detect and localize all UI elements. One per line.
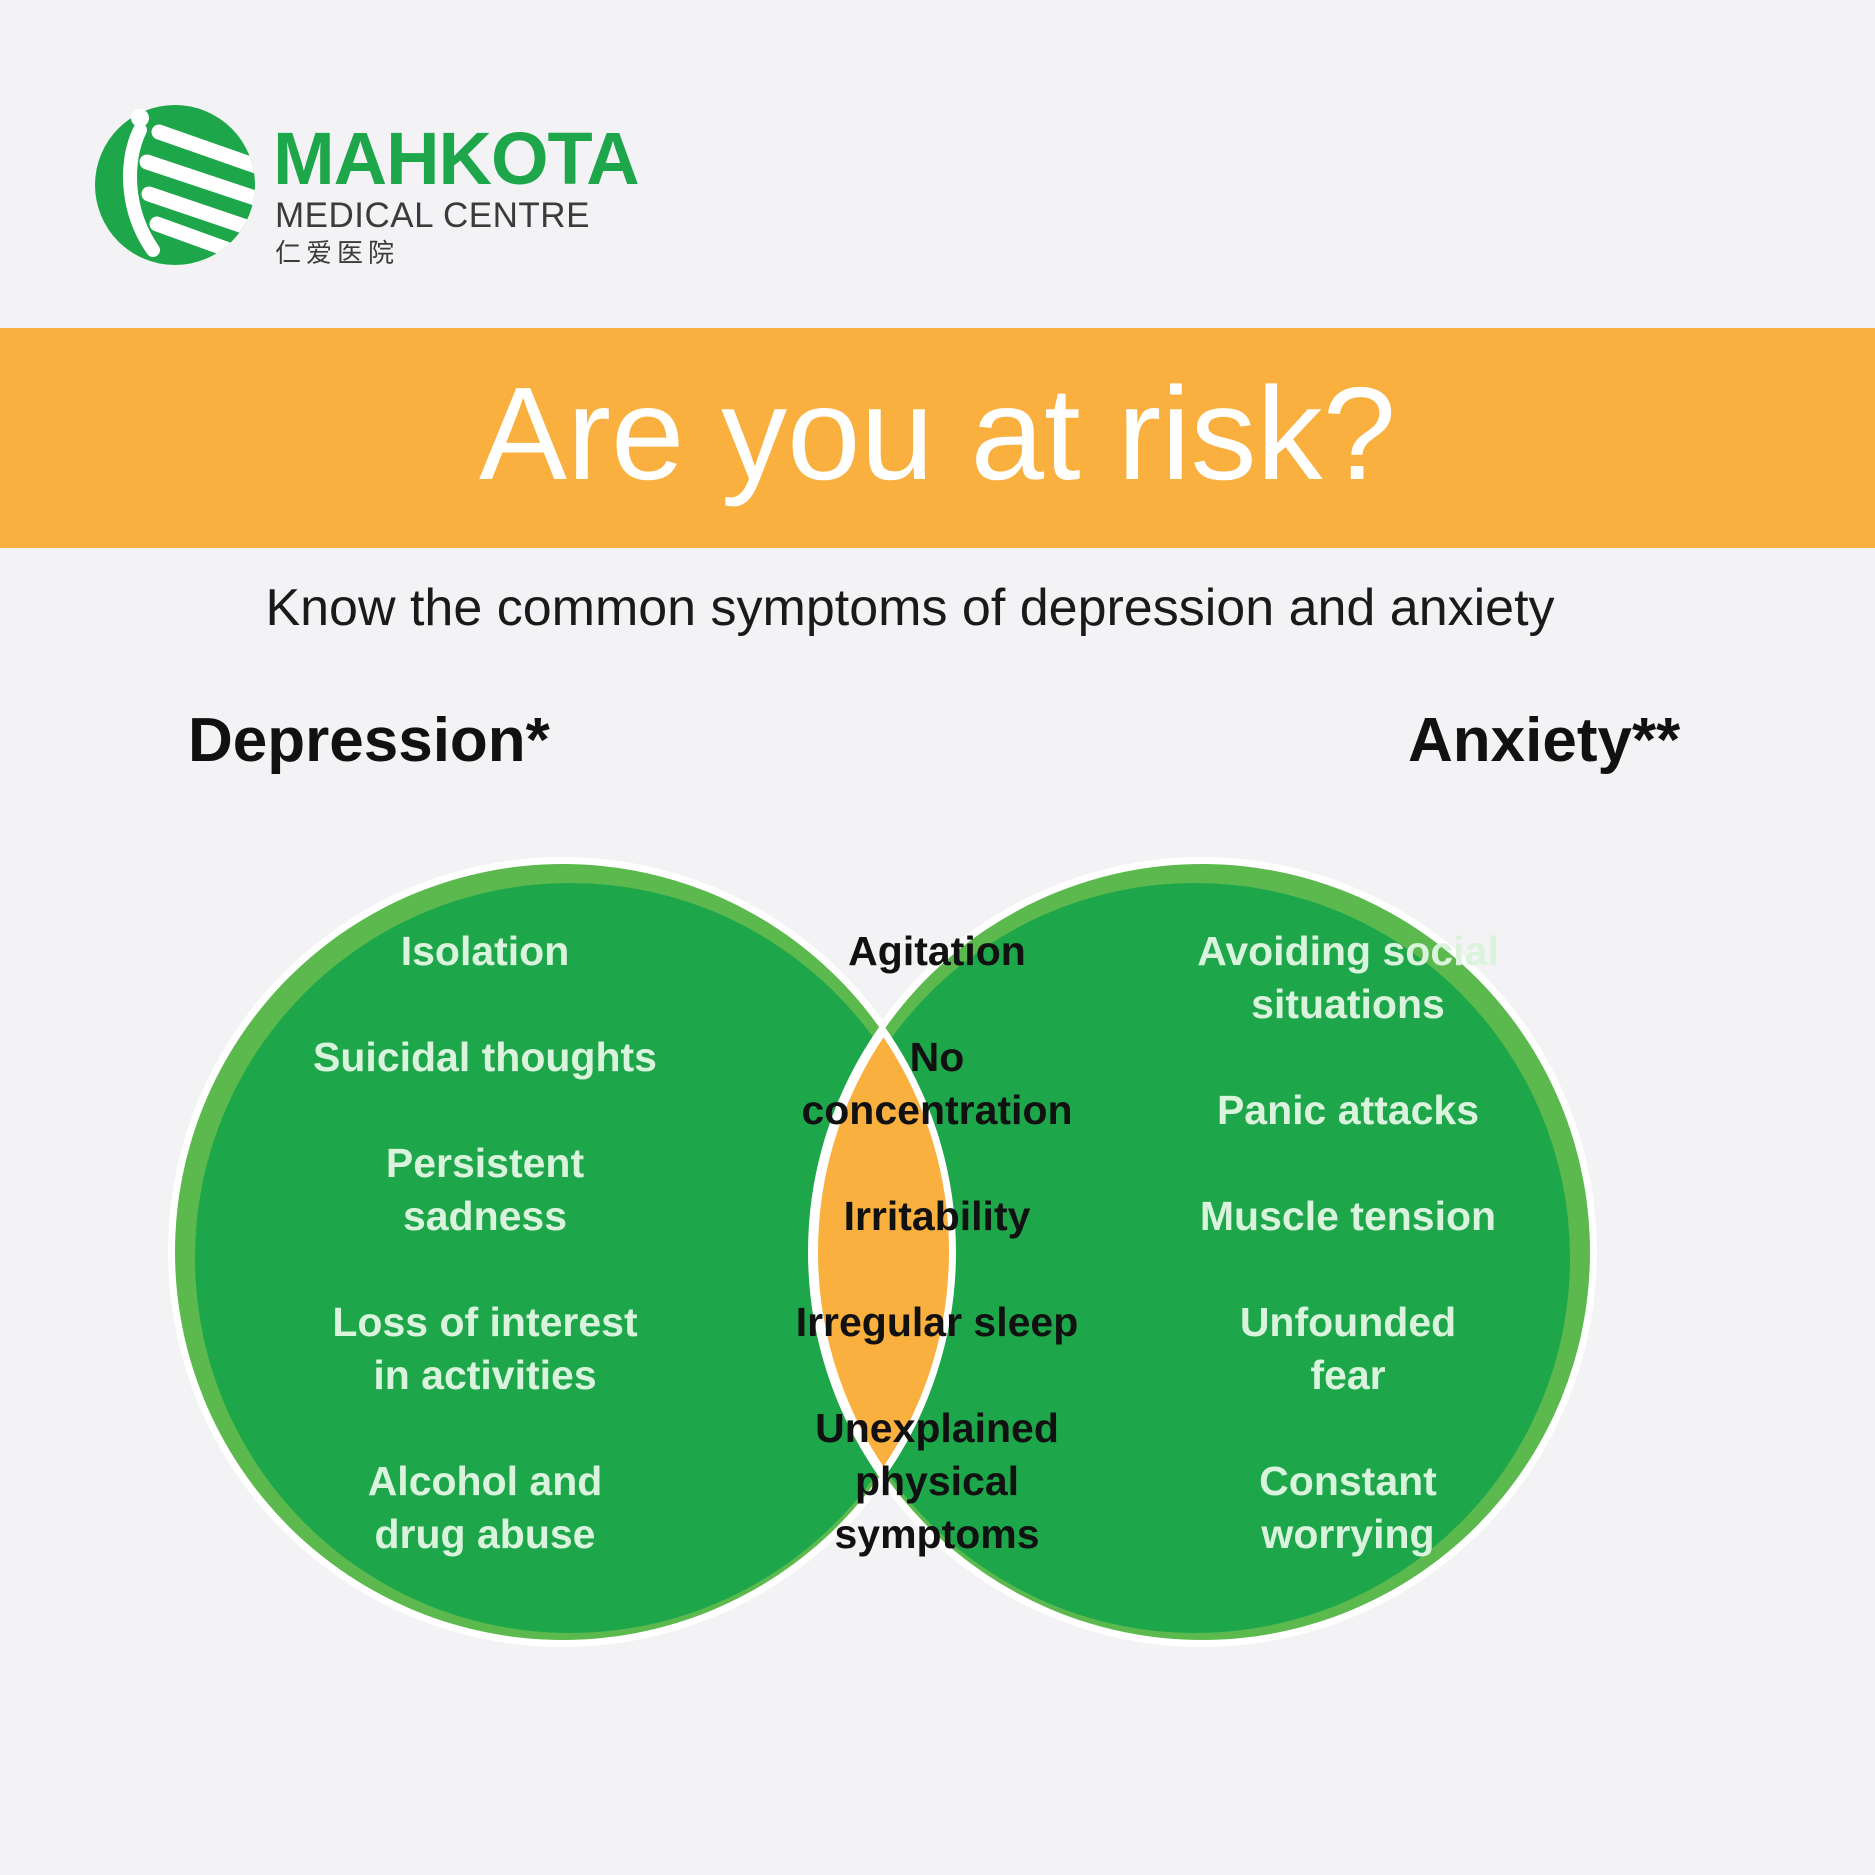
anxiety-title: Anxiety** <box>1408 706 1681 775</box>
anxiety-item: Panic attacks <box>1216 1087 1480 1133</box>
depression-item: Persistent sadness <box>385 1140 585 1239</box>
overlap-left-edge <box>808 1026 885 1478</box>
anxiety-item: Muscle tension <box>1199 1193 1497 1239</box>
depression-item: Loss of interest in activities <box>332 1299 638 1398</box>
shared-item: Irregular sleep <box>795 1299 1079 1345</box>
depression-item: Suicidal thoughts <box>313 1034 657 1080</box>
logo-mark-icon <box>95 105 255 265</box>
brand-logo: MAHKOTA MEDICAL CENTRE 仁爱医院 <box>95 100 675 280</box>
depression-title: Depression* <box>188 706 550 775</box>
brand-name: MAHKOTA <box>273 117 640 200</box>
depression-item: Isolation <box>400 928 570 974</box>
brand-subtitle: MEDICAL CENTRE <box>275 196 590 235</box>
brand-chinese-name: 仁爱医院 <box>275 238 400 268</box>
anxiety-circle <box>820 883 1570 1633</box>
shared-item: No concentration <box>801 1034 1073 1133</box>
banner-title: Are you at risk? <box>478 360 1397 507</box>
anxiety-item: Constant worrying <box>1259 1458 1437 1557</box>
shared-item: Irritability <box>843 1193 1031 1239</box>
shared-item: Unexplained physical symptoms <box>815 1405 1059 1557</box>
shared-item: Agitation <box>848 928 1026 974</box>
page-subtitle: Know the common symptoms of depression a… <box>265 579 1555 637</box>
depression-circle <box>195 883 945 1633</box>
anxiety-item: Avoiding social situations <box>1197 928 1499 1027</box>
anxiety-item: Unfounded fear <box>1239 1299 1457 1398</box>
title-banner: Are you at risk? <box>0 328 1875 548</box>
overlap-right-edge <box>879 1026 956 1478</box>
depression-item: Alcohol and drug abuse <box>367 1458 603 1557</box>
